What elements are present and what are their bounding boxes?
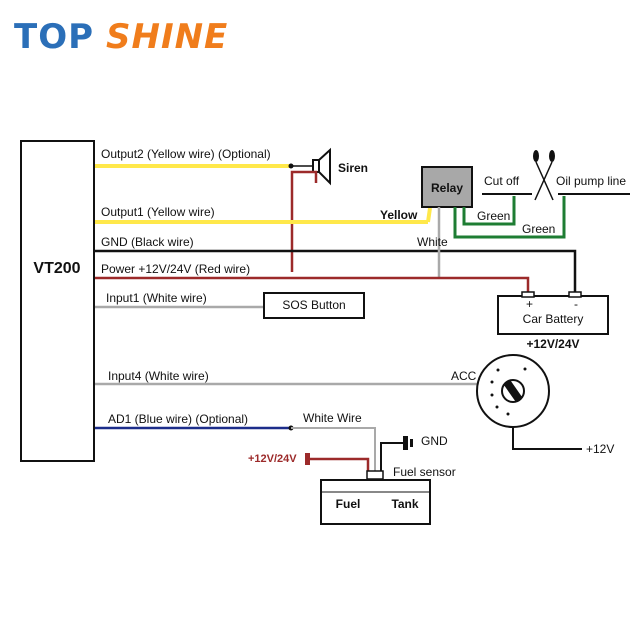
gnd-label: GND (Black wire) (101, 235, 194, 249)
output2-junction (288, 163, 294, 169)
brand-logo: TOP SHINE (14, 17, 228, 57)
fuel-tank-box (320, 479, 431, 525)
battery-minus-terminal (568, 291, 582, 298)
power-label: Power +12V/24V (Red wire) (101, 262, 250, 276)
fuel-sensor-label: Fuel sensor (393, 465, 456, 479)
output2-label: Output2 (Yellow wire) (Optional) (101, 147, 271, 161)
green-label-2: Green (522, 222, 555, 236)
ignition-lead (512, 427, 582, 450)
device-name: VT200 (33, 260, 80, 277)
tank-fuel-label: Fuel (336, 497, 361, 511)
fuel-sensor-gnd-wire (380, 442, 403, 472)
sos-button-box (263, 292, 365, 319)
oil-pump-label: Oil pump line (556, 174, 626, 188)
tank-tank-label: Tank (391, 497, 418, 511)
input1-label: Input1 (White wire) (106, 291, 207, 305)
cut-off-label: Cut off (484, 174, 520, 188)
ignition-voltage-label: +12V (586, 442, 614, 456)
vt200-device-box (20, 140, 95, 462)
power-terminal-icon (305, 453, 310, 465)
battery-minus-sign: - (574, 297, 578, 311)
relay-green-wire-1 (462, 196, 516, 226)
battery-voltage-label: +12V/24V (526, 337, 579, 351)
power-wire (95, 276, 530, 296)
relay-green-wire-2 (453, 196, 566, 239)
acc-label: ACC (451, 369, 477, 383)
ground-icon (403, 436, 413, 450)
sos-button-label: SOS Button (282, 298, 345, 312)
ignition-switch-icon (476, 354, 550, 428)
input4-label: Input4 (White wire) (108, 369, 209, 383)
logo-text-top: TOP (14, 17, 94, 57)
gnd-wire (95, 249, 577, 296)
green-label-1: Green (477, 209, 510, 223)
car-battery-box (497, 295, 609, 335)
battery-plus-terminal (521, 291, 535, 298)
output1-label: Output1 (Yellow wire) (101, 205, 215, 219)
yellow-label: Yellow (380, 208, 418, 222)
car-battery-label: Car Battery (523, 312, 584, 326)
white-wire-label: White Wire (303, 411, 362, 425)
battery-plus-sign: + (526, 297, 533, 311)
logo-text-shine: SHINE (106, 17, 228, 57)
sensor-voltage-label: +12V/24V (248, 453, 297, 465)
gnd-node-label: GND (421, 434, 448, 448)
white-label: White (417, 235, 448, 249)
relay-box (421, 166, 473, 208)
siren-label: Siren (338, 161, 368, 175)
cut-scissors-icon (533, 150, 555, 201)
ad1-label: AD1 (Blue wire) (Optional) (108, 412, 248, 426)
fuel-sensor-power-wire (310, 457, 370, 472)
relay-label: Relay (431, 181, 463, 195)
fuel-sensor-head (366, 470, 384, 480)
fuel-sensor-white-wire (291, 427, 376, 472)
output1-to-relay (426, 207, 432, 223)
